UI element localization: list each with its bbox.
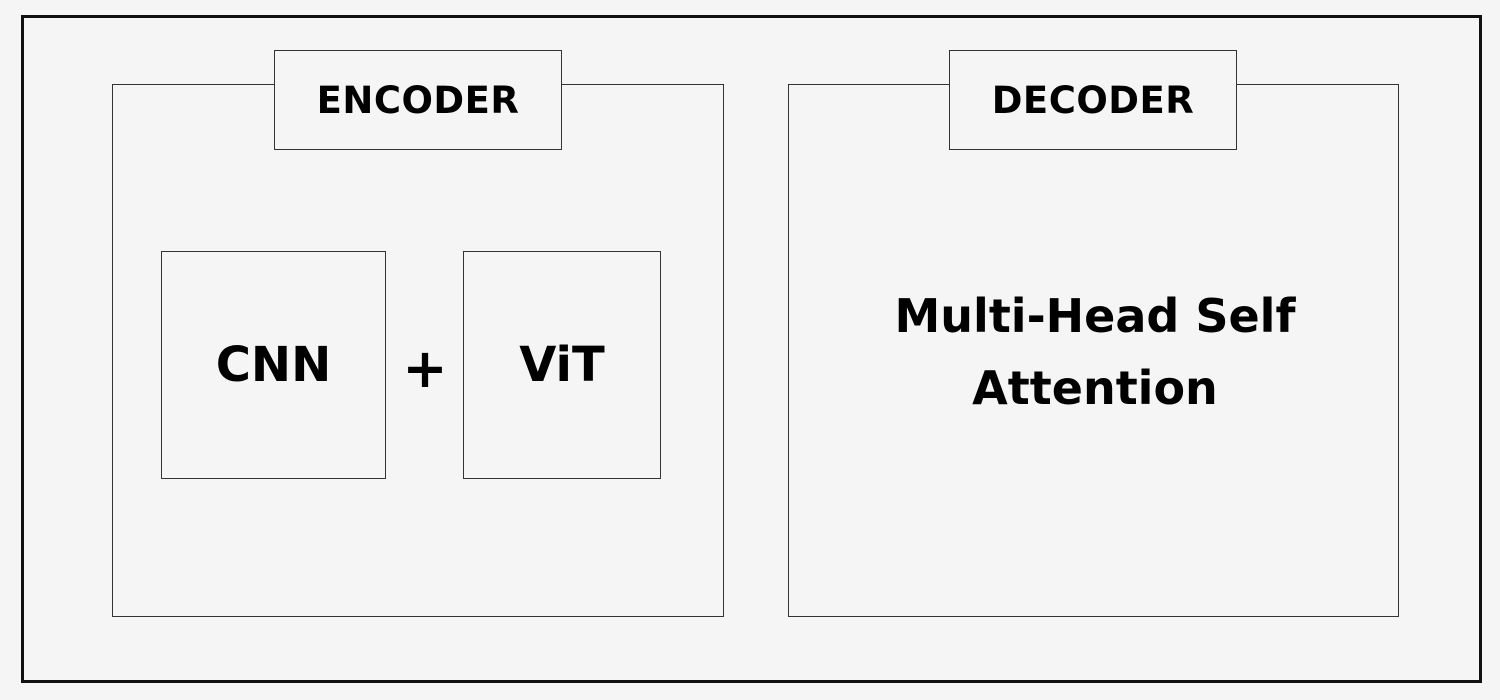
plus-operator: + [402,336,448,400]
attention-line-1: Multi-Head Self [894,289,1296,343]
cnn-label: CNN [215,337,332,393]
vit-block: ViT [463,251,661,479]
encoder-title: ENCODER [274,50,562,150]
multi-head-self-attention-label: Multi-Head Self Attention [860,280,1330,424]
attention-line-2: Attention [972,361,1218,415]
vit-label: ViT [519,337,605,393]
cnn-block: CNN [161,251,386,479]
decoder-title: DECODER [949,50,1237,150]
decoder-panel [788,84,1399,617]
